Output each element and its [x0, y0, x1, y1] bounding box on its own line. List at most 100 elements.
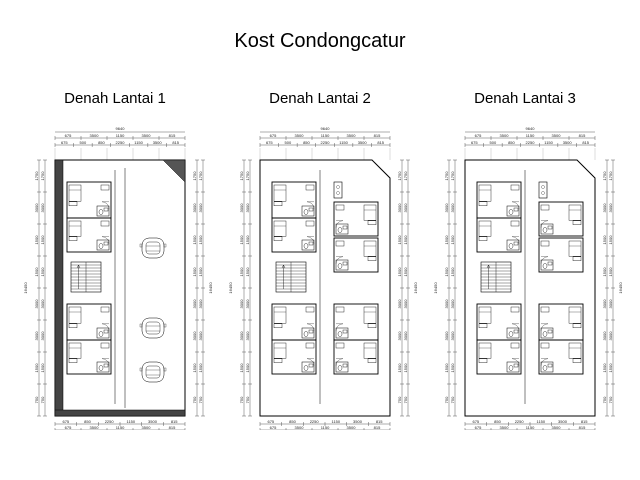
dimension-label: 3000	[239, 299, 244, 309]
bathroom-wall	[335, 259, 349, 271]
room-wall	[271, 217, 317, 253]
room-wall	[476, 217, 522, 253]
dimension-label: 1500	[444, 267, 449, 277]
dimension-label: 675	[471, 140, 478, 145]
door-swing	[511, 201, 520, 209]
dimension-label: 675	[266, 140, 273, 145]
dimension-label: 1500	[34, 235, 39, 245]
overall-width-label: 9640	[526, 126, 536, 131]
dimension-label: 3500	[563, 140, 573, 145]
dimension-label: 1150	[526, 425, 535, 430]
wardrobe-icon	[100, 342, 110, 349]
bed-icon	[273, 220, 287, 237]
desk-icon	[367, 220, 377, 225]
dimension-label: 2250	[310, 419, 320, 424]
dimension-label: 1500	[192, 363, 197, 373]
floor-title-3: Denah Lantai 3	[474, 90, 576, 107]
dimension-label: 3500	[153, 140, 163, 145]
dimension-label: 3500	[500, 425, 510, 430]
dimension-label: 675	[270, 425, 277, 430]
dimension-label: 1750	[40, 171, 45, 181]
dimension-label: 3000	[245, 331, 250, 341]
door-swing	[540, 358, 549, 366]
dimension-label: 500	[285, 140, 292, 145]
dimension-label: 1750	[397, 171, 402, 181]
dimension-label: 3000	[444, 203, 449, 213]
sink-icon	[342, 329, 348, 334]
door-swing	[101, 236, 110, 244]
dimension-label: 1150	[526, 133, 535, 138]
door-swing	[335, 220, 344, 228]
dimension-label: 1150	[116, 425, 125, 430]
room-wall	[476, 181, 522, 219]
toilet-icon	[542, 365, 548, 371]
wardrobe-icon	[510, 184, 520, 191]
car-mirror	[163, 367, 167, 372]
dimension-label: 1750	[444, 171, 449, 181]
dimension-label: 3000	[450, 203, 455, 213]
dimension-label: 3000	[192, 203, 197, 213]
stove-icon	[541, 185, 545, 189]
dimension-label: 750	[602, 396, 607, 403]
dimension-label: 850	[494, 419, 501, 424]
dimension-label: 750	[403, 396, 408, 403]
dimension-label: 3000	[403, 331, 408, 341]
bed-icon	[478, 342, 492, 359]
bathroom-wall	[540, 259, 554, 271]
dimension-label: 750	[34, 396, 39, 403]
toilet-icon	[303, 209, 309, 215]
dimension-label: 1150	[127, 419, 136, 424]
kitchenette	[333, 181, 343, 199]
overall-height-label: 16450	[23, 282, 28, 294]
dimension-label: 1750	[239, 171, 244, 181]
door-swing	[540, 323, 549, 331]
dimension-label: 750	[608, 396, 613, 403]
dimension-label: 3000	[444, 331, 449, 341]
door-swing	[101, 323, 110, 331]
building-outline	[54, 159, 186, 417]
dimension-label: 675	[270, 133, 277, 138]
wardrobe-icon	[100, 220, 110, 227]
desk-icon	[273, 236, 283, 241]
desk-icon	[572, 323, 582, 329]
room-wall	[66, 181, 112, 219]
room-wall	[538, 201, 584, 237]
bathroom-wall	[301, 327, 315, 339]
dimension-label: 2250	[105, 419, 115, 424]
room	[538, 339, 584, 375]
dimension-label: 675	[65, 425, 72, 430]
dimension-label: 815	[377, 140, 384, 145]
desk-icon	[68, 201, 78, 207]
dimension-label: 2250	[321, 140, 331, 145]
dimension-label: 3500	[358, 140, 368, 145]
kitchenette	[538, 181, 548, 199]
dimension-label: 3500	[347, 425, 357, 430]
door-swing	[540, 256, 549, 264]
dimension-label: 850	[84, 419, 91, 424]
wardrobe-icon	[305, 184, 315, 191]
dimension-label: 3000	[602, 331, 607, 341]
toilet-icon	[98, 365, 104, 371]
dimension-label: 1500	[450, 235, 455, 245]
room-wall	[538, 237, 584, 273]
dimension-label: 3500	[90, 133, 100, 138]
room-wall	[66, 217, 112, 253]
toilet-icon	[542, 331, 548, 337]
dimension-label: 3000	[239, 203, 244, 213]
dimension-label: 3500	[142, 425, 152, 430]
wardrobe-icon	[540, 204, 550, 211]
room	[476, 181, 522, 219]
toilet-icon	[508, 209, 514, 215]
dimension-label: 1500	[245, 363, 250, 373]
bathroom-wall	[96, 361, 110, 373]
room	[538, 303, 584, 341]
dimension-label: 815	[169, 133, 176, 138]
stove-icon	[541, 191, 545, 195]
toilet-icon	[508, 365, 514, 371]
dimension-label: 675	[475, 133, 482, 138]
car-mirror	[163, 323, 167, 328]
dimension-label: 1500	[450, 363, 455, 373]
dimension-label: 1500	[40, 235, 45, 245]
room-wall	[271, 181, 317, 219]
